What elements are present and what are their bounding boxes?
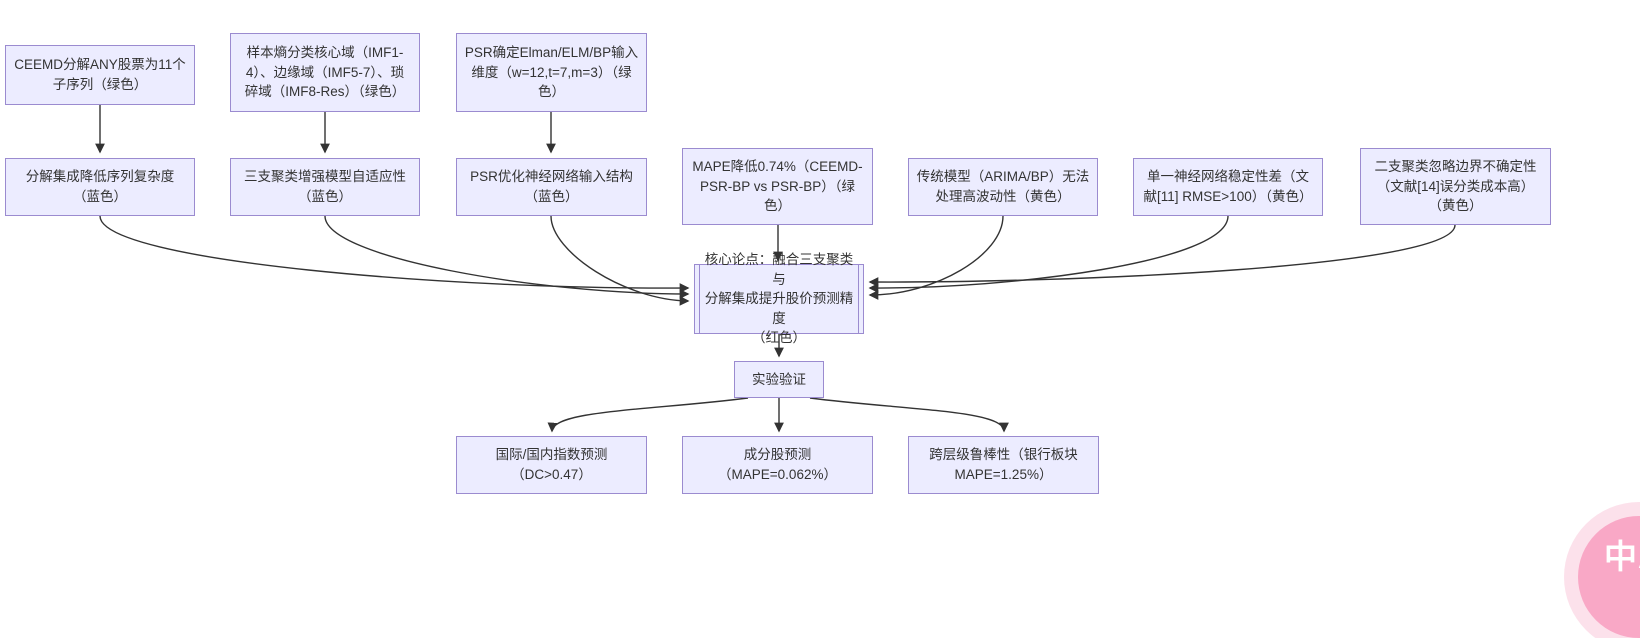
node-experiment: 实验验证 xyxy=(734,361,824,398)
node-psr-optimize: PSR优化神经网络输入结构 （蓝色） xyxy=(456,158,647,216)
node-ceemd-decompose: CEEMD分解ANY股票为11个 子序列（绿色） xyxy=(5,45,195,105)
node-traditional-models: 传统模型（ARIMA/BP）无法 处理高波动性（黄色） xyxy=(908,158,1098,216)
edge-adaptive-to-core xyxy=(324,215,690,299)
translate-icon: 中A xyxy=(1604,538,1640,575)
edge-experiment-to-index xyxy=(547,397,749,433)
edge-twoway-to-core xyxy=(868,224,1456,287)
edge-experiment-to-robust xyxy=(809,397,1009,433)
node-mape-reduce: MAPE降低0.74%（CEEMD- PSR-BP vs PSR-BP）（绿 色… xyxy=(682,148,873,225)
node-decompose-complexity: 分解集成降低序列复杂度 （蓝色） xyxy=(5,158,195,216)
node-index-prediction: 国际/国内指数预测 （DC>0.47） xyxy=(456,436,647,494)
node-cross-level-robust: 跨层级鲁棒性（银行板块 MAPE=1.25%） xyxy=(908,436,1099,494)
translate-plugin-button[interactable]: 中A xyxy=(1578,516,1640,638)
node-psr-dimensions: PSR确定Elman/ELM/BP输入 维度（w=12,t=7,m=3）（绿 色… xyxy=(456,33,647,112)
node-sample-entropy: 样本熵分类核心域（IMF1- 4）、边缘域（IMF5-7）、琐 碎域（IMF8-… xyxy=(230,33,420,112)
edge-traditional-to-core xyxy=(868,215,1004,300)
edge-optimize-to-core xyxy=(550,215,690,306)
node-constituent-prediction: 成分股预测 （MAPE=0.062%） xyxy=(682,436,873,494)
edge-complexity-to-core xyxy=(99,215,690,293)
edge-singlenn-to-core xyxy=(868,215,1229,293)
flowchart-canvas: CEEMD分解ANY股票为11个 子序列（绿色） 样本熵分类核心域（IMF1- … xyxy=(5,33,1640,638)
node-single-nn-unstable: 单一神经网络稳定性差（文 献[11] RMSE>100）（黄色） xyxy=(1133,158,1323,216)
node-core-thesis: 核心论点：融合三支聚类与 分解集成提升股价预测精度 （红色） xyxy=(694,252,864,345)
node-three-way-adaptive: 三支聚类增强模型自适应性 （蓝色） xyxy=(230,158,420,216)
node-two-way-boundary: 二支聚类忽略边界不确定性 （文献[14]误分类成本高） （黄色） xyxy=(1360,148,1551,225)
